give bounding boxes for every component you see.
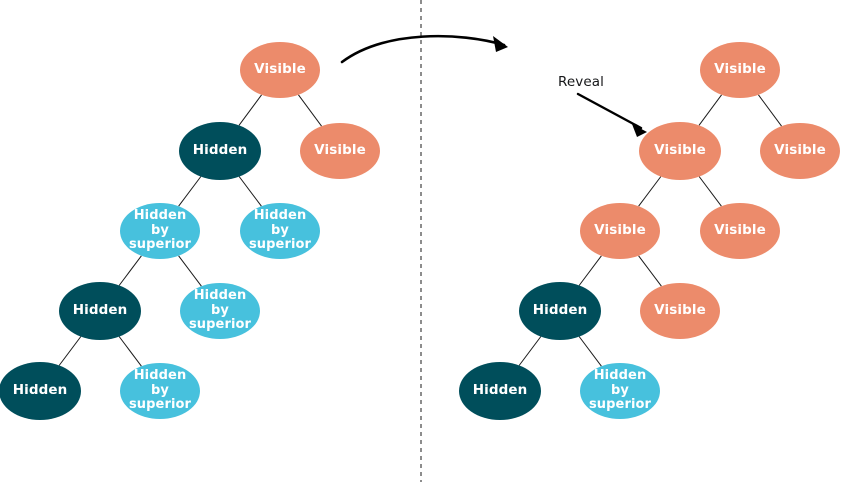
reveal-annotation-label: Reveal <box>558 74 604 90</box>
tree-node-visible[interactable]: Visible <box>700 203 780 259</box>
tree-node-label: Hidden by superior <box>128 208 192 253</box>
tree-node-visible[interactable]: Visible <box>760 123 840 179</box>
tree-node-label: Visible <box>314 142 366 159</box>
tree-node-visible[interactable]: Visible <box>240 42 320 98</box>
tree-node-label: Hidden <box>72 302 128 319</box>
tree-node-visible[interactable]: Visible <box>700 42 780 98</box>
tree-node-label: Visible <box>254 61 306 78</box>
tree-node-label: Hidden by superior <box>588 368 652 413</box>
tree-node-label: Visible <box>654 302 706 319</box>
tree-node-label: Visible <box>774 142 826 159</box>
tree-node-label: Visible <box>654 142 706 159</box>
tree-node-label: Hidden by superior <box>248 208 312 253</box>
tree-node-hidden[interactable]: Hidden <box>179 122 261 180</box>
tree-node-hidden-by-superior[interactable]: Hidden by superior <box>180 283 260 339</box>
tree-node-label: Hidden by superior <box>188 288 252 333</box>
tree-node-label: Hidden <box>192 142 248 159</box>
tree-node-label: Hidden <box>532 302 588 319</box>
tree-node-hidden-by-superior[interactable]: Hidden by superior <box>120 363 200 419</box>
tree-node-visible[interactable]: Visible <box>639 122 721 180</box>
tree-node-hidden-by-superior[interactable]: Hidden by superior <box>580 363 660 419</box>
tree-node-visible[interactable]: Visible <box>580 203 660 259</box>
tree-node-hidden[interactable]: Hidden <box>519 282 601 340</box>
tree-node-visible[interactable]: Visible <box>640 283 720 339</box>
tree-node-hidden-by-superior[interactable]: Hidden by superior <box>120 203 200 259</box>
tree-node-hidden[interactable]: Hidden <box>59 282 141 340</box>
tree-node-label: Hidden <box>472 382 528 399</box>
tree-node-label: Visible <box>714 61 766 78</box>
tree-node-label: Hidden <box>12 382 68 399</box>
tree-node-hidden-by-superior[interactable]: Hidden by superior <box>240 203 320 259</box>
tree-node-label: Hidden by superior <box>128 368 192 413</box>
tree-node-label: Visible <box>594 222 646 239</box>
tree-node-visible[interactable]: Visible <box>300 123 380 179</box>
tree-node-hidden[interactable]: Hidden <box>459 362 541 420</box>
tree-node-hidden[interactable]: Hidden <box>0 362 81 420</box>
tree-node-label: Visible <box>714 222 766 239</box>
